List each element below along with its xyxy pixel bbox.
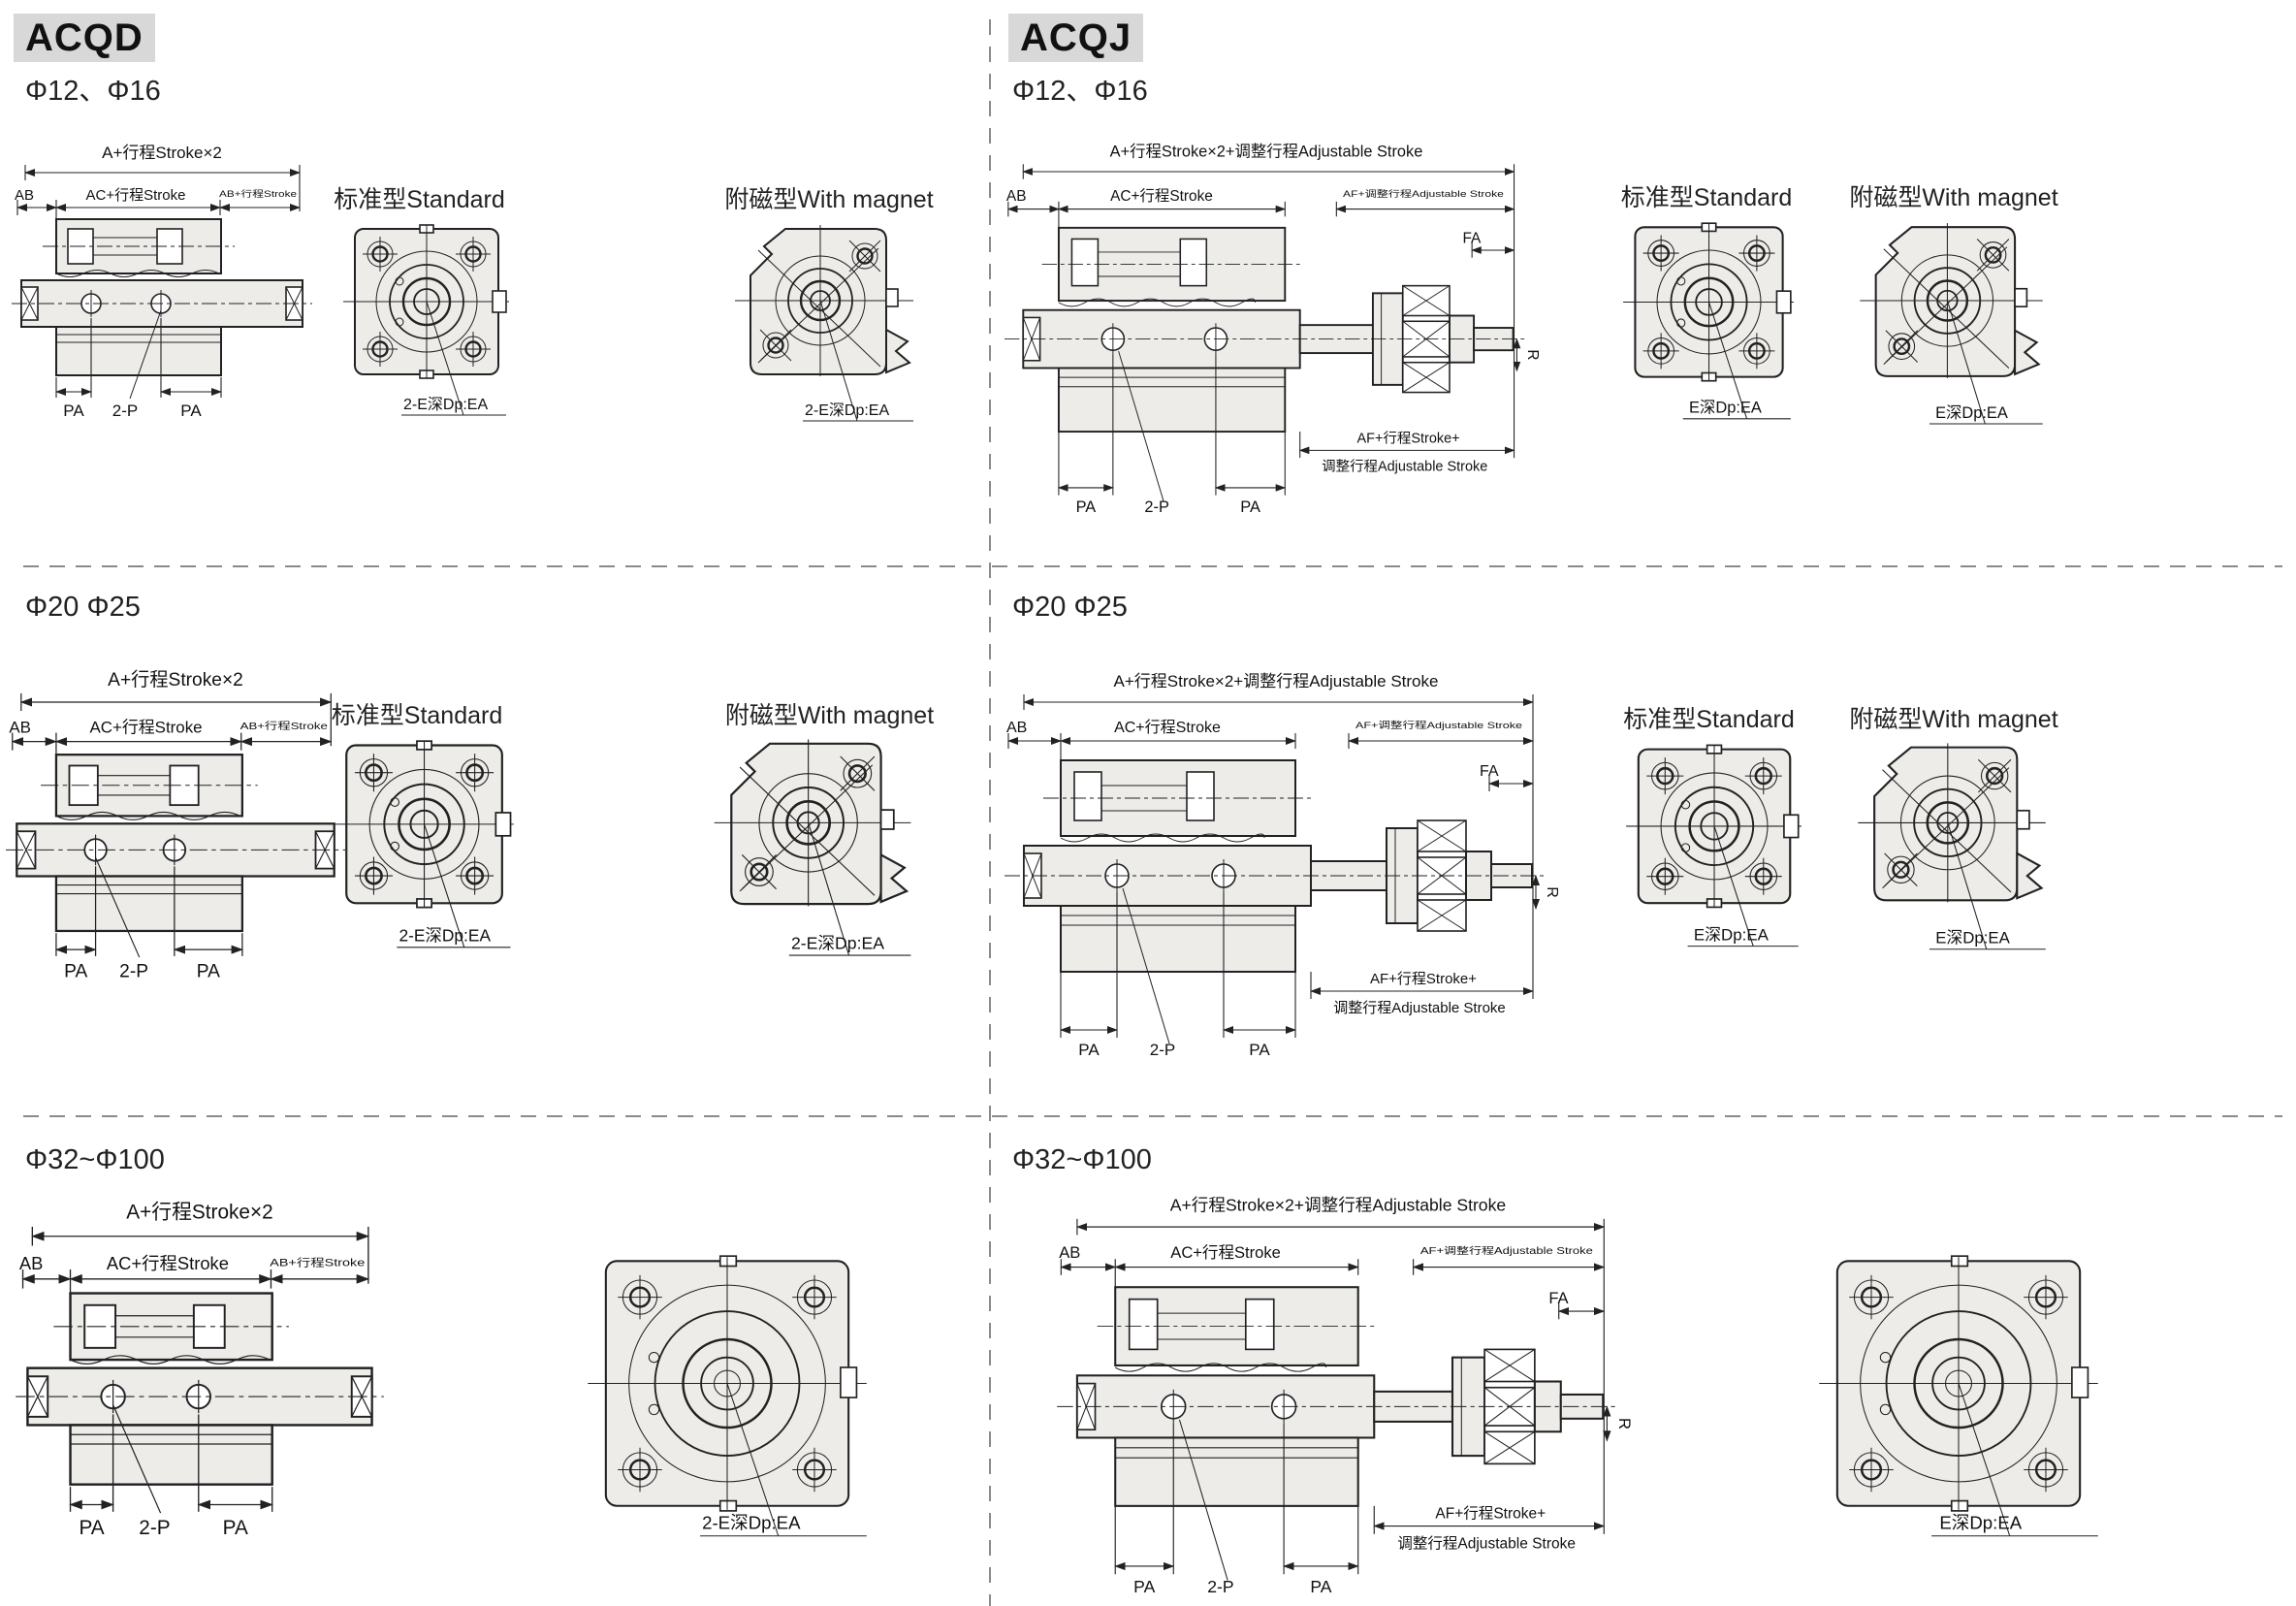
svg-text:E深Dp:EA: E深Dp:EA [1689,400,1762,417]
hole-callout: 2-E深Dp:EA [702,1513,801,1533]
acqj-side-view-r1: A+行程Stroke×2+调整行程Adjustable Stroke AB AC… [1004,144,1541,516]
svg-text:PA: PA [1249,1041,1270,1059]
svg-text:PA: PA [223,1517,248,1539]
svg-text:AF+行程Stroke+: AF+行程Stroke+ [1370,971,1477,987]
svg-text:PA: PA [1133,1577,1155,1596]
bore-size-label: Φ20 Φ25 [25,592,141,623]
svg-text:A+行程Stroke×2+调整行程Adjustable St: A+行程Stroke×2+调整行程Adjustable Stroke [1170,1196,1506,1215]
acqj-magnet-front-view-r2: E深Dp:EA [1858,743,2046,950]
svg-text:R: R [1615,1418,1634,1429]
bore-size-label: Φ32~Φ100 [25,1144,165,1175]
svg-text:AF+调整行程Adjustable Stroke: AF+调整行程Adjustable Stroke [1420,1244,1594,1257]
svg-text:AB: AB [19,1253,43,1273]
dim-ac: AC+行程Stroke [86,187,186,204]
acqd-side-view-r2: A+行程Stroke×2 AB AC+行程Stroke AB+行程Stroke … [6,669,346,981]
svg-text:PA: PA [197,961,220,981]
svg-text:AC+行程Stroke: AC+行程Stroke [1170,1243,1281,1262]
magnet-view-title: 附磁型With magnet [724,186,934,213]
hole-callout: 2-E深Dp:EA [805,402,889,419]
dim-af-stroke-2: 调整行程Adjustable Stroke [1322,459,1487,475]
svg-text:调整行程Adjustable Stroke: 调整行程Adjustable Stroke [1397,1534,1576,1552]
svg-text:AC+行程Stroke: AC+行程Stroke [107,1253,229,1273]
dim-pa: PA [180,402,202,420]
standard-view-title: 标准型Standard [1620,184,1793,211]
acqd-magnet-front-view-r2: 2-E深Dp:EA [714,739,911,956]
svg-text:A+行程Stroke×2: A+行程Stroke×2 [108,669,243,691]
standard-view-title: 标准型Standard [331,702,503,729]
dim-pa: PA [1240,498,1260,516]
magnet-view-title: 附磁型With magnet [724,702,935,729]
row-divider-2 [23,1115,2282,1117]
svg-text:A+行程Stroke×2+调整行程Adjustable St: A+行程Stroke×2+调整行程Adjustable Stroke [1114,672,1439,691]
acqd-side-view-r1: A+行程Stroke×2 AB AC+行程Stroke AB+行程Stroke … [12,144,312,420]
svg-text:FA: FA [1480,763,1499,780]
dim-ac: AC+行程Stroke [1110,187,1213,205]
bore-size-label: Φ20 Φ25 [1012,592,1128,623]
svg-text:调整行程Adjustable Stroke: 调整行程Adjustable Stroke [1333,1000,1506,1016]
row-divider-1 [23,565,2282,567]
svg-text:AB+行程Stroke: AB+行程Stroke [240,720,329,732]
svg-text:FA: FA [1548,1289,1568,1307]
svg-text:AC+行程Stroke: AC+行程Stroke [89,719,202,737]
svg-text:AC+行程Stroke: AC+行程Stroke [1114,719,1221,736]
magnet-view-title: 附磁型With magnet [1849,706,2058,733]
dim-pa: PA [1076,498,1097,516]
svg-text:2-P: 2-P [1150,1041,1175,1059]
dim-af-adjust: AF+调整行程Adjustable Stroke [1343,188,1504,199]
dim-total: A+行程Stroke×2+调整行程Adjustable Stroke [1110,144,1423,161]
hole-callout: E深Dp:EA [1939,1513,2022,1533]
svg-text:R: R [1544,886,1560,898]
svg-text:PA: PA [64,961,87,981]
dim-ab: AB [1006,188,1027,205]
bore-size-label: Φ32~Φ100 [1012,1144,1152,1175]
svg-text:AB: AB [1059,1243,1080,1262]
svg-text:PA: PA [1078,1041,1100,1059]
svg-text:2-E深Dp:EA: 2-E深Dp:EA [399,925,492,945]
standard-view-title: 标准型Standard [334,186,505,213]
acqj-standard-front-view-r2: E深Dp:EA [1626,744,1802,948]
dim-2p: 2-P [1144,498,1169,516]
acqd-standard-front-view-r1: 2-E深Dp:EA [343,224,509,416]
bore-size-label: Φ12、Φ16 [1012,76,1148,107]
svg-text:E深Dp:EA: E深Dp:EA [1694,925,1770,944]
svg-text:AB: AB [1006,720,1027,736]
acqj-standard-front-view-r1: E深Dp:EA [1623,222,1794,420]
acqj-front-view-r3: E深Dp:EA [1819,1255,2098,1537]
svg-text:2-P: 2-P [139,1517,170,1539]
svg-text:AF+调整行程Adjustable Stroke: AF+调整行程Adjustable Stroke [1355,720,1522,731]
svg-text:E深Dp:EA: E深Dp:EA [1935,404,2008,422]
series-title-acqd: ACQD [14,14,155,62]
series-title-acqj: ACQJ [1008,14,1144,62]
acqd-side-view-r3: A+行程Stroke×2 AB AC+行程Stroke AB+行程Stroke … [16,1201,384,1539]
acqd-standard-front-view-r2: 2-E深Dp:EA [334,740,514,948]
column-divider [989,19,991,1606]
dim-total: A+行程Stroke×2 [102,144,222,162]
dim-af-stroke-1: AF+行程Stroke+ [1357,431,1460,447]
svg-text:AB: AB [9,719,31,737]
dim-r: R [1524,349,1541,360]
svg-text:2-P: 2-P [119,961,148,981]
svg-text:PA: PA [1310,1577,1331,1596]
dim-ab: AB [15,187,34,204]
svg-text:AB+行程Stroke: AB+行程Stroke [270,1256,365,1269]
dim-pa: PA [63,402,84,420]
dim-2p: 2-P [112,402,138,420]
acqj-magnet-front-view-r1: E深Dp:EA [1860,223,2043,425]
acqd-magnet-front-view-r1: 2-E深Dp:EA [735,225,913,422]
svg-text:PA: PA [79,1517,104,1539]
hole-callout: 2-E深Dp:EA [403,396,488,413]
svg-text:E深Dp:EA: E深Dp:EA [1935,928,2010,947]
bore-size-label: Φ12、Φ16 [25,76,161,107]
svg-text:2-E深Dp:EA: 2-E深Dp:EA [791,933,884,952]
dim-ab-stroke: AB+行程Stroke [219,188,297,199]
svg-text:A+行程Stroke×2: A+行程Stroke×2 [126,1201,272,1223]
acqj-side-view-r2: A+行程Stroke×2+调整行程Adjustable Stroke AB AC… [1004,672,1560,1059]
dim-fa: FA [1463,230,1483,246]
standard-view-title: 标准型Standard [1623,706,1795,733]
magnet-view-title: 附磁型With magnet [1849,184,2058,211]
acqd-front-view-r3: 2-E深Dp:EA [588,1255,867,1537]
acqj-side-view-r3: A+行程Stroke×2+调整行程Adjustable Stroke AB AC… [1057,1196,1634,1596]
svg-text:2-P: 2-P [1207,1577,1233,1596]
svg-text:AF+行程Stroke+: AF+行程Stroke+ [1435,1504,1546,1522]
